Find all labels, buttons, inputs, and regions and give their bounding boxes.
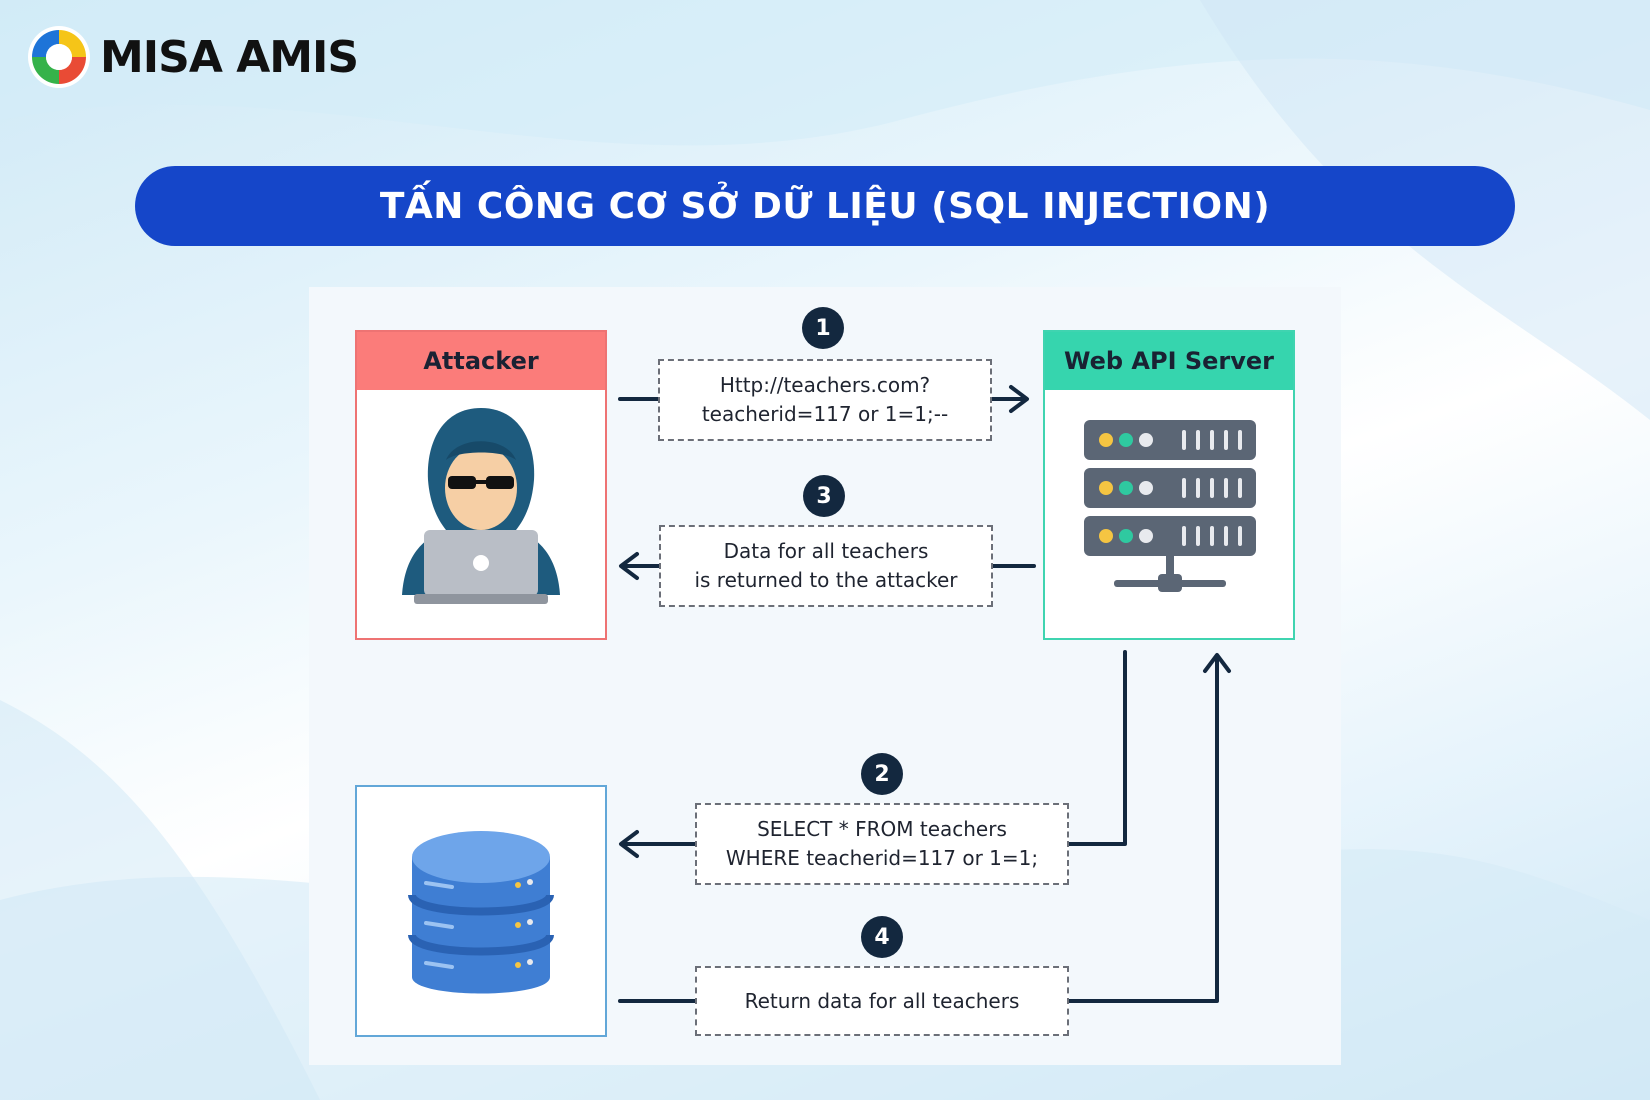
title-banner: TẤN CÔNG CƠ SỞ DỮ LIỆU (SQL INJECTION) [135,166,1515,246]
database-icon [408,831,554,994]
attacker-card: Attacker [355,330,607,640]
database-card [355,785,607,1037]
hacker-icon [402,408,560,604]
step-1-line-1: Http://teachers.com? [719,373,931,397]
server-label: Web API Server [1045,332,1293,390]
step-2-line-1: SELECT * FROM teachers [757,817,1007,841]
step-4-message: Return data for all teachers [695,966,1069,1036]
step-2-line-2: WHERE teacherid=117 or 1=1; [725,846,1039,870]
step-2-message: SELECT * FROM teachers WHERE teacherid=1… [695,803,1069,885]
brand-logo: MISA AMIS [26,24,359,90]
misa-logo-icon [28,26,90,88]
server-card: Web API Server [1043,330,1295,640]
diagram-panel: Attacker Web API Server [309,287,1341,1065]
step-3-badge: 3 [803,475,845,517]
step-2-badge: 2 [861,753,903,795]
arrow-step-2 [1067,650,1127,846]
step-3-message: Data for all teachers is returned to the… [659,525,993,607]
step-3-line-2: is returned to the attacker [694,568,958,592]
step-4-line-1: Return data for all teachers [744,988,1020,1013]
page-title: TẤN CÔNG CƠ SỞ DỮ LIỆU (SQL INJECTION) [379,185,1271,227]
attacker-label: Attacker [357,332,605,390]
step-1-line-2: teacherid=117 or 1=1;-- [701,402,949,426]
step-3-line-1: Data for all teachers [723,539,929,563]
connector-lines [618,385,1231,1003]
server-rack-icon [1084,420,1256,592]
step-1-message: Http://teachers.com? teacherid=117 or 1=… [658,359,992,441]
brand-name: MISA AMIS [100,31,359,83]
step-4-badge: 4 [861,916,903,958]
step-1-badge: 1 [802,307,844,349]
